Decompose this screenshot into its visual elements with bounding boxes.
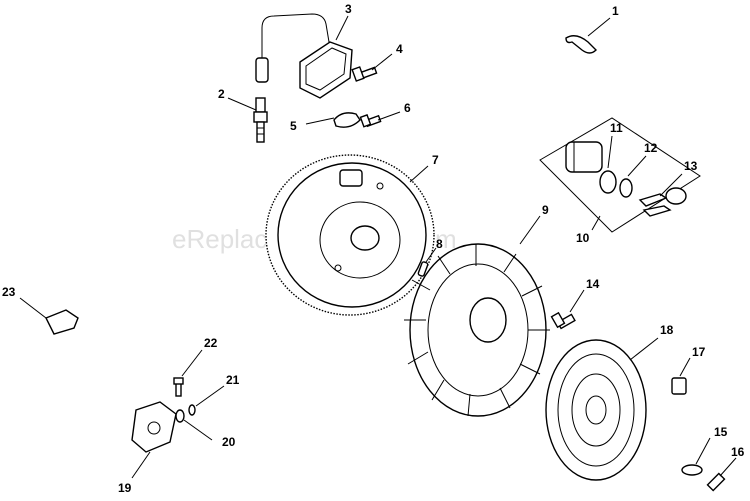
callout-13: 13 <box>684 159 698 173</box>
part-3-ignition-module <box>255 13 353 99</box>
callout-10: 10 <box>576 231 590 245</box>
callout-4: 4 <box>396 42 403 56</box>
callout-23: 23 <box>2 285 16 299</box>
leader-lines <box>19 15 737 479</box>
part-13-keys <box>638 187 687 217</box>
part-6-screw <box>359 114 382 128</box>
part-15-washer <box>681 464 703 476</box>
callout-12: 12 <box>644 141 658 155</box>
callout-17: 17 <box>692 345 706 359</box>
callout-19: 19 <box>118 481 132 495</box>
part-17-nut <box>671 377 687 395</box>
callout-16: 16 <box>731 445 745 459</box>
part-14-screw <box>550 311 576 330</box>
part-11-key-switch <box>565 141 603 173</box>
callout-14: 14 <box>586 277 600 291</box>
callout-11: 11 <box>610 121 623 135</box>
callout-15: 15 <box>714 425 728 439</box>
part-2-spark-plug <box>253 97 268 143</box>
callout-9: 9 <box>542 203 549 217</box>
callout-20: 20 <box>222 435 236 449</box>
part-12-nut <box>599 170 633 198</box>
part-1-clip <box>565 35 597 54</box>
callout-3: 3 <box>345 2 352 16</box>
part-23-clip <box>45 309 79 335</box>
part-10-key-switch-assembly <box>539 117 701 233</box>
callout-7: 7 <box>432 153 439 167</box>
callout-5: 5 <box>290 119 297 133</box>
callout-6: 6 <box>404 101 411 115</box>
part-20-washer <box>175 409 185 423</box>
callout-21: 21 <box>226 373 240 387</box>
part-18-grass-screen <box>545 339 647 481</box>
callout-8: 8 <box>436 237 443 251</box>
callout-1: 1 <box>612 4 619 18</box>
part-7-flywheel <box>265 154 435 316</box>
callout-22: 22 <box>204 336 218 350</box>
part-8-key <box>417 261 429 277</box>
callout-18: 18 <box>660 323 674 337</box>
callout-2: 2 <box>218 87 225 101</box>
part-16-screw <box>706 472 726 492</box>
part-19-bracket <box>131 401 177 453</box>
part-22-screw <box>173 377 184 397</box>
part-9-fan <box>404 243 550 417</box>
part-21-lock-washer <box>188 404 196 416</box>
callout-numbers: 1 2 3 4 5 6 7 8 9 10 11 12 13 14 15 16 1… <box>2 2 745 495</box>
part-5-spacer <box>333 112 361 128</box>
